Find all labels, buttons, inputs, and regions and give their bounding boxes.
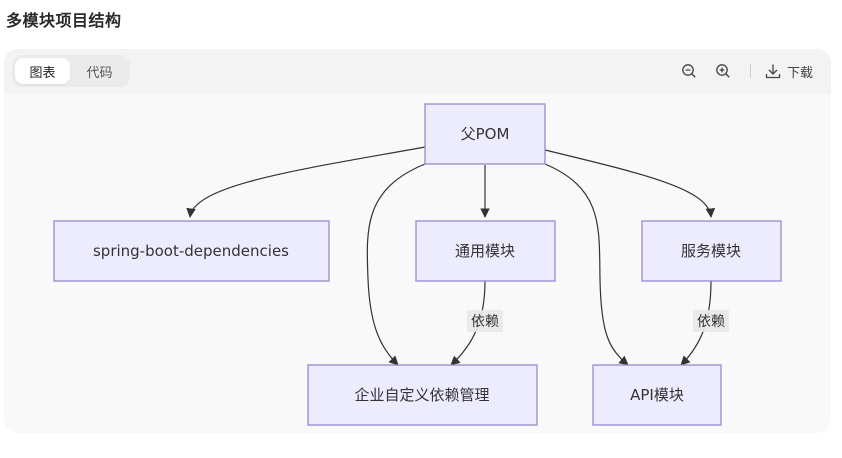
- zoom-in-button[interactable]: [712, 60, 734, 82]
- zoom-in-icon: [716, 64, 730, 78]
- download-button[interactable]: 下载: [765, 62, 813, 81]
- node-label: 企业自定义依赖管理: [354, 386, 489, 404]
- download-label: 下载: [786, 65, 813, 81]
- tab-code[interactable]: 代码: [86, 65, 113, 81]
- view-tabs: 图表 代码: [12, 55, 130, 87]
- node-service-module[interactable]: 服务模块: [641, 220, 782, 282]
- node-label: 服务模块: [681, 242, 741, 260]
- node-label: spring-boot-dependencies: [93, 242, 289, 260]
- node-api-module[interactable]: API模块: [592, 364, 722, 426]
- edge-parent-service: [544, 149, 716, 218]
- download-icon: [765, 64, 781, 79]
- toolbar-divider: [749, 64, 751, 78]
- edge-parent-enterprise: [366, 163, 426, 366]
- node-label: 通用模块: [455, 242, 515, 260]
- node-parent-pom[interactable]: 父POM: [424, 103, 546, 165]
- tab-chart[interactable]: 图表: [15, 58, 70, 84]
- node-label: 父POM: [461, 125, 510, 143]
- edge-parent-api: [544, 163, 629, 366]
- page-title: 多模块项目结构: [6, 11, 122, 30]
- edge-label-service-api: 依赖: [693, 310, 729, 332]
- toolbar-tools: 下载: [666, 60, 813, 82]
- node-enterprise-dependency-management[interactable]: 企业自定义依赖管理: [307, 364, 538, 426]
- edge-label-text: 依赖: [697, 314, 725, 330]
- edge-label-text: 依赖: [471, 314, 499, 330]
- diagram-toolbar: 图表 代码: [4, 49, 831, 94]
- edge-label-common-enterprise: 依赖: [467, 310, 503, 332]
- node-spring-boot-dependencies[interactable]: spring-boot-dependencies: [53, 220, 330, 282]
- zoom-out-button[interactable]: [678, 60, 700, 82]
- edge-parent-springboot: [186, 146, 426, 218]
- diagram-card: 图表 代码: [4, 49, 831, 433]
- flowchart: 依赖 依赖 父POM spring-boot-dependencies 通用模块…: [53, 103, 782, 426]
- zoom-out-icon: [682, 64, 696, 78]
- node-label: API模块: [630, 386, 684, 404]
- node-common-module[interactable]: 通用模块: [415, 220, 556, 282]
